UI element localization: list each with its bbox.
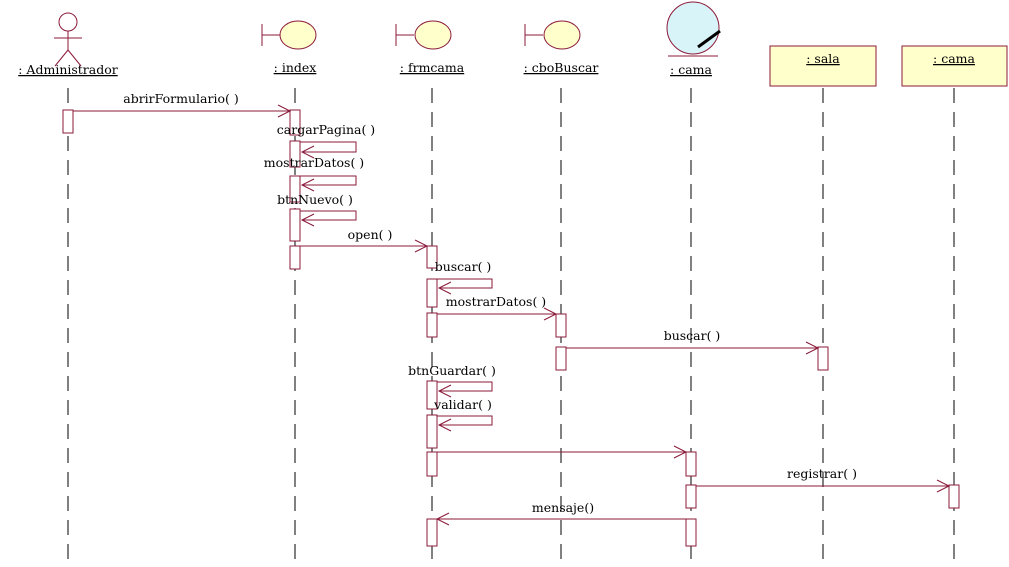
participant-cama-entity[interactable]: : cama (666, 1, 721, 77)
participant-administrador[interactable]: : Administrador (18, 12, 118, 77)
activation-bar (289, 245, 301, 270)
entity-icon (666, 1, 721, 57)
participant-label: : index (274, 60, 317, 75)
message-label: buscar( ) (435, 259, 492, 274)
message-cargarpagina[interactable]: cargarPagina( ) (277, 122, 375, 159)
participant-index[interactable]: : index (261, 20, 317, 75)
participant-frmcama[interactable]: : frmcama (395, 20, 465, 75)
participant-label: : Administrador (18, 62, 118, 77)
message-label: mostrarDatos( ) (446, 294, 546, 309)
activation-bar (685, 484, 697, 509)
activation-bar (426, 451, 438, 477)
activation-bar (289, 140, 301, 168)
activation-bar (62, 109, 74, 134)
message-buscar-self[interactable]: buscar( ) (435, 259, 493, 295)
object-box (901, 45, 1008, 87)
message-mostrardatos-cbobuscar[interactable]: mostrarDatos( ) (437, 294, 558, 321)
message-btnnuevo[interactable]: btnNuevo( ) (277, 192, 357, 227)
message-open[interactable]: open( ) (300, 227, 429, 253)
participant-cbobuscar[interactable]: : cboBuscar (524, 20, 599, 75)
activation-bar (426, 380, 438, 410)
message-label: buscar( ) (664, 328, 721, 343)
boundary-icon (395, 20, 452, 50)
message-label: mensaje() (532, 500, 594, 515)
message-buscar-sala[interactable]: buscar( ) (566, 328, 820, 355)
participant-label: : cama (670, 62, 712, 77)
activation-bar (426, 278, 438, 308)
message-label: validar( ) (433, 397, 492, 412)
message-label: registrar( ) (787, 466, 857, 481)
actor-icon (54, 12, 82, 67)
message-abrirformulario[interactable]: abrirFormulario( ) (73, 91, 292, 118)
activation-bar (289, 208, 301, 242)
activation-bar (948, 484, 960, 509)
message-label: btnGuardar( ) (408, 363, 496, 378)
participant-sala[interactable]: : sala (769, 45, 877, 87)
object-box (769, 45, 877, 87)
activation-bar (555, 346, 567, 371)
message-registrar[interactable]: registrar( ) (696, 466, 951, 493)
activation-bar (426, 245, 438, 269)
message-validar[interactable]: validar( ) (433, 397, 493, 432)
activation-bar (426, 518, 438, 547)
message-mensaje[interactable]: mensaje() (435, 500, 686, 526)
boundary-icon (524, 20, 581, 50)
message-frmcama-to-cama[interactable] (437, 445, 688, 459)
activation-bar (426, 414, 438, 449)
participant-label: : sala (806, 51, 840, 66)
activation-bar (555, 313, 567, 338)
message-btnguardar[interactable]: btnGuardar( ) (408, 363, 496, 398)
activation-bar (289, 175, 301, 203)
participant-cama-object[interactable]: : cama (901, 45, 1008, 87)
activation-bar (289, 109, 301, 136)
message-label: cargarPagina( ) (277, 122, 375, 137)
message-label: open( ) (348, 227, 393, 242)
message-label: btnNuevo( ) (277, 192, 353, 207)
boundary-icon (261, 20, 317, 50)
activation-bar (685, 518, 697, 547)
message-label: abrirFormulario( ) (123, 91, 238, 106)
participant-label: : cama (933, 51, 975, 66)
activation-bar (426, 312, 438, 338)
activation-bar (685, 451, 697, 477)
participant-label: : frmcama (400, 60, 465, 75)
activation-bar (817, 346, 829, 371)
message-mostrardatos[interactable]: mostrarDatos( ) (264, 155, 364, 192)
activations (62, 109, 960, 547)
message-label: mostrarDatos( ) (264, 155, 364, 170)
participant-label: : cboBuscar (524, 60, 599, 75)
